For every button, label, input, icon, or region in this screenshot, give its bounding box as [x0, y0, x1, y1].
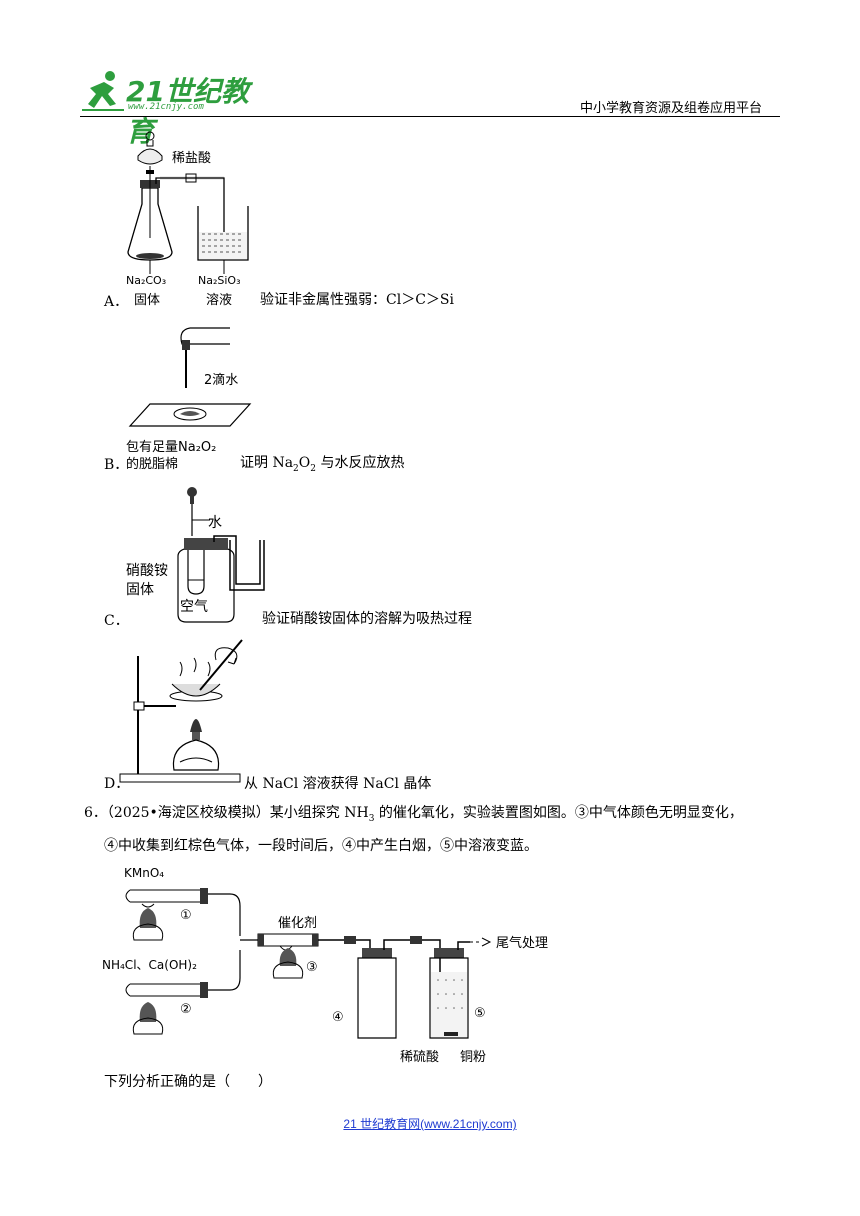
option-a-statement: 验证非金属性强弱：Cl＞C＞Si — [260, 292, 454, 308]
header-right-text: 中小学教育资源及组卷应用平台 — [580, 101, 763, 116]
option-d-letter: D． — [104, 776, 130, 792]
label-air: 空气 — [180, 599, 208, 615]
label-reagents: NH₄Cl、Ca(OH)₂ — [102, 958, 197, 972]
label-n3: ③ — [306, 960, 318, 975]
option-b-letter: B． — [104, 457, 129, 473]
option-c-figure — [177, 487, 265, 623]
question6-apparatus-figure — [125, 888, 492, 1039]
option-a-figure — [127, 131, 249, 274]
label-water-c: 水 — [208, 515, 222, 531]
label-solid-c: 固体 — [126, 582, 154, 598]
question6-prompt: 下列分析正确的是（ ） — [104, 1074, 272, 1090]
label-n4: ④ — [332, 1010, 344, 1025]
label-dilute-hcl: 稀盐酸 — [172, 151, 212, 166]
label-ammonium-nitrate: 硝酸铵 — [126, 563, 168, 579]
label-kmno4: KMnO₄ — [124, 866, 165, 880]
header-logo: 21世纪教育 www.21cnjy.com — [80, 66, 250, 148]
option-d-figure — [119, 639, 243, 783]
label-n5: ⑤ — [474, 1006, 486, 1021]
footer: 21 世纪教育网(www.21cnjy.com) — [0, 1113, 860, 1132]
option-d-statement: 从 NaCl 溶液获得 NaCl 晶体 — [244, 776, 432, 792]
label-cotton-1: 包有足量Na₂O₂ — [126, 440, 217, 455]
label-n1: ① — [180, 908, 192, 923]
label-two-drops-water: 2滴水 — [204, 373, 239, 388]
label-na2sio3: Na₂SiO₃ — [198, 274, 241, 287]
label-n2: ② — [180, 1002, 192, 1017]
header-divider — [80, 116, 780, 117]
question6-line1: 6．（2025•海淀区校级模拟）某小组探究 NH3 的催化氧化，实验装置图如图。… — [84, 805, 743, 824]
label-cotton-2: 的脱脂棉 — [126, 457, 179, 472]
label-catalyst: 催化剂 — [278, 916, 318, 931]
option-a-letter: A． — [104, 294, 129, 310]
label-tail-gas: 尾气处理 — [496, 936, 549, 951]
option-c-letter: C． — [104, 613, 129, 629]
label-solid-a: 固体 — [134, 293, 161, 308]
label-dilute-h2so4: 稀硫酸 — [400, 1050, 440, 1065]
question6-line2: ④中收集到红棕色气体，一段时间后，④中产生白烟，⑤中溶液变蓝。 — [104, 838, 538, 854]
label-copper-powder: 铜粉 — [460, 1050, 487, 1065]
label-na2co3: Na₂CO₃ — [126, 274, 167, 287]
footer-link[interactable]: 21 世纪教育网(www.21cnjy.com) — [343, 1117, 517, 1131]
option-b-statement: 证明 Na2O2 与水反应放热 — [240, 455, 405, 474]
option-b-figure — [128, 327, 252, 427]
logo-url-text: www.21cnjy.com — [128, 102, 204, 112]
option-c-statement: 验证硝酸铵固体的溶解为吸热过程 — [262, 611, 472, 627]
logo-main-text: 21世纪教育 — [126, 75, 249, 148]
label-solution-a: 溶液 — [206, 293, 233, 308]
runner-logo-icon — [82, 71, 124, 111]
